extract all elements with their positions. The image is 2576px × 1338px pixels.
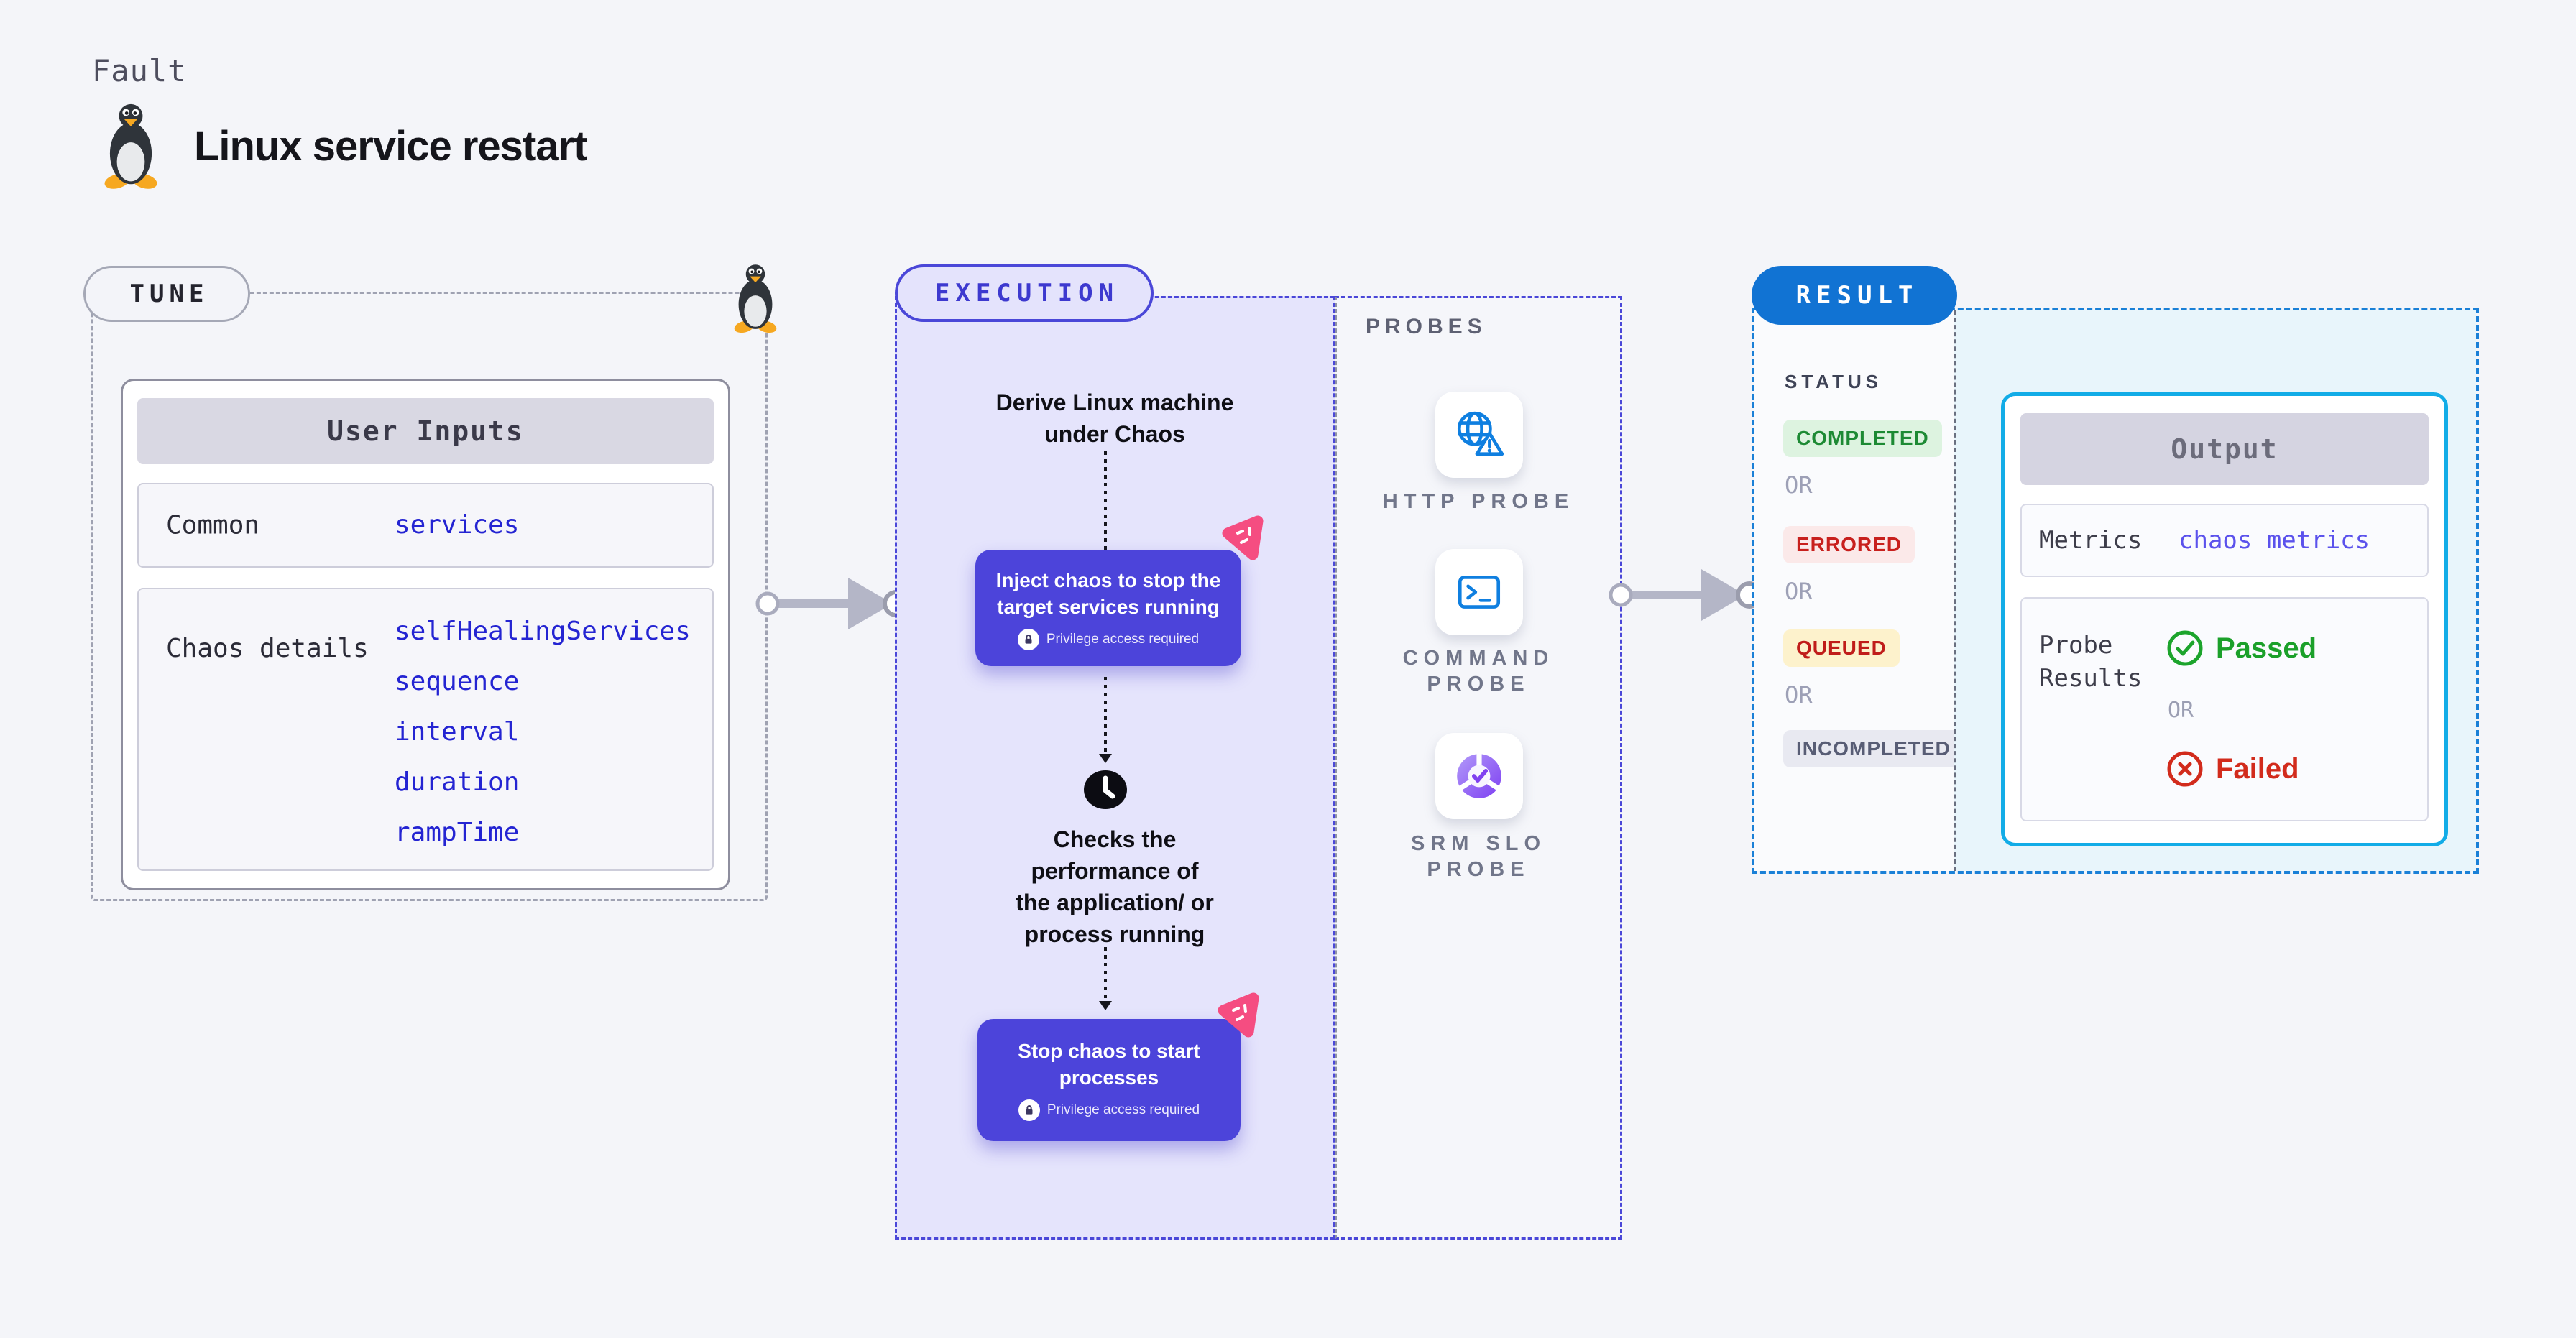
inject-chaos-title: Inject chaos to stop the target services…	[995, 569, 1221, 618]
slo-donut-icon	[1457, 752, 1501, 798]
probe-result-passed: Passed	[2166, 629, 2317, 668]
lock-icon	[1018, 1099, 1040, 1121]
inject-chaos-step: Inject chaos to stop the target services…	[975, 550, 1241, 666]
status-panel: STATUS COMPLETED OR ERRORED OR QUEUED OR…	[1754, 310, 1964, 871]
lock-icon	[1017, 629, 1039, 650]
status-or: OR	[1785, 681, 1813, 709]
flow-arrow-down	[1099, 947, 1112, 1010]
privilege-badge: Privilege access required	[998, 1099, 1220, 1121]
passed-label: Passed	[2216, 632, 2317, 664]
probe-result-failed: Failed	[2166, 749, 2299, 788]
input-row-chaos-details: Chaos details selfHealingServices sequen…	[137, 588, 714, 871]
tux-penguin-icon	[104, 103, 157, 189]
flow-arrow-down	[1099, 677, 1112, 763]
status-badge-errored: ERRORED	[1783, 526, 1915, 563]
chaos-experiment-icon	[1222, 515, 1264, 560]
fault-eyebrow: Fault	[92, 53, 187, 88]
x-circle-icon	[2167, 751, 2203, 787]
user-inputs-header: User Inputs	[137, 398, 714, 464]
status-heading: STATUS	[1785, 371, 1883, 392]
http-probe-card	[1435, 392, 1523, 478]
globe-warning-icon	[1457, 411, 1504, 456]
failed-label: Failed	[2216, 752, 2299, 785]
probes-to-result-arrow	[1609, 569, 1763, 621]
privilege-badge-text: Privilege access required	[1046, 632, 1200, 647]
srm-slo-probe-label: SRM SLO PROBE	[1410, 832, 1547, 881]
http-probe-label: HTTP PROBE	[1382, 490, 1575, 513]
input-value: interval	[395, 717, 520, 747]
status-or: OR	[1785, 578, 1813, 605]
input-row-values: selfHealingServices sequence interval du…	[395, 606, 691, 858]
status-or: OR	[1785, 471, 1813, 499]
terminal-icon	[1458, 576, 1501, 609]
tux-penguin-small-icon	[734, 264, 777, 333]
input-row-values: services	[395, 500, 519, 550]
check-performance-text: Checks the performance of the applicatio…	[1016, 826, 1214, 947]
command-probe-card	[1435, 549, 1523, 635]
input-value: rampTime	[395, 818, 520, 847]
probe-results-row: Probe Results Passed OR Failed	[2020, 597, 2429, 821]
command-probe-label: COMMAND PROBE	[1402, 647, 1555, 696]
output-card: Output Metrics chaos metrics Probe Resul…	[2001, 392, 2448, 846]
input-row-label: Chaos details	[166, 634, 369, 663]
srm-slo-probe-card	[1435, 733, 1523, 819]
input-value: selfHealingServices	[395, 617, 691, 646]
stop-chaos-title: Stop chaos to start processes	[1018, 1040, 1200, 1089]
probe-results-label: Probe Results	[2039, 631, 2143, 693]
clock-icon	[1084, 770, 1127, 809]
probe-result-or: OR	[2168, 698, 2194, 723]
chaos-experiment-icon	[1218, 992, 1259, 1038]
input-value: duration	[395, 767, 520, 797]
check-circle-icon	[2167, 630, 2203, 666]
tune-to-execution-arrow	[755, 578, 910, 629]
stop-chaos-step: Stop chaos to start processes Privilege …	[978, 1019, 1241, 1141]
tune-section-label: TUNE	[83, 266, 250, 322]
metrics-row: Metrics chaos metrics	[2020, 504, 2429, 577]
metrics-label: Metrics	[2039, 526, 2143, 555]
page-title: Linux service restart	[194, 122, 587, 170]
flow-arrow-down	[1099, 451, 1112, 560]
input-value: sequence	[395, 667, 520, 696]
status-badge-completed: COMPLETED	[1783, 420, 1942, 457]
privilege-badge-text: Privilege access required	[1046, 1102, 1200, 1117]
status-badge-queued: QUEUED	[1783, 629, 1900, 667]
probes-section-label: PROBES	[1366, 315, 1487, 338]
input-value: services	[395, 510, 520, 540]
input-row-label: Common	[166, 510, 260, 540]
input-row-common: Common services	[137, 483, 714, 568]
metrics-value: chaos metrics	[2179, 526, 2370, 555]
result-section-label: RESULT	[1752, 266, 1957, 325]
status-badge-incompleted: INCOMPLETED	[1783, 730, 1964, 767]
execution-section-label: EXECUTION	[895, 264, 1154, 322]
privilege-badge: Privilege access required	[995, 629, 1221, 650]
output-card-header: Output	[2020, 413, 2429, 485]
derive-step-text: Derive Linux machine under Chaos	[995, 389, 1234, 447]
user-inputs-card: User Inputs Common services Chaos detail…	[121, 379, 730, 890]
